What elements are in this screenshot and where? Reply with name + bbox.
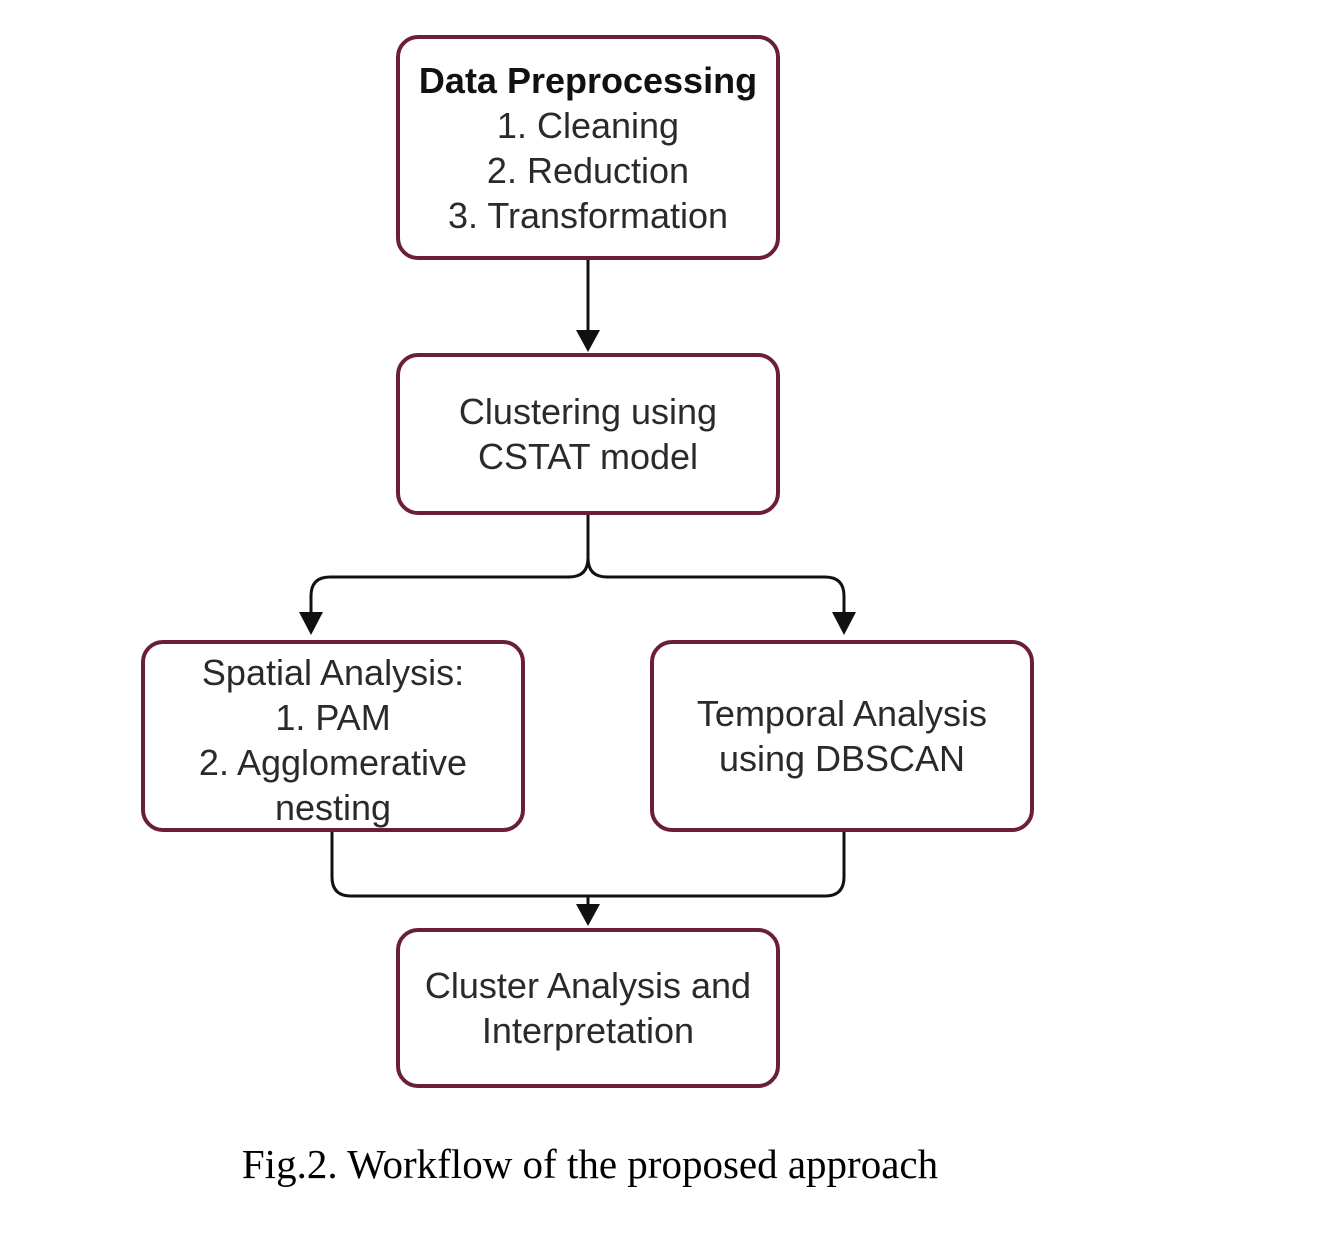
node-spatial-analysis: Spatial Analysis: 1. PAM 2. Agglomerativ… (141, 640, 525, 832)
arrowhead-clustering (576, 330, 600, 352)
node-text-line: nesting (274, 787, 392, 828)
node-title: Data Preprocessing (418, 59, 758, 101)
step-item: 2. Reduction (486, 149, 690, 191)
edge-temporal-to-interpretation (586, 832, 846, 912)
node-clustering: Clustering using CSTAT model (396, 353, 780, 515)
node-cluster-interpretation: Cluster Analysis and Interpretation (396, 928, 780, 1088)
edge-clustering-to-spatial (309, 515, 590, 620)
node-text-line: Spatial Analysis: (201, 652, 465, 693)
node-text-line: Interpretation (481, 1010, 695, 1051)
node-text-line: 2. Agglomerative (198, 742, 468, 783)
step-item: 1. Cleaning (496, 104, 680, 146)
node-temporal-analysis: Temporal Analysis using DBSCAN (650, 640, 1034, 832)
step-item: 3. Transformation (447, 194, 729, 236)
node-text-line: using DBSCAN (718, 738, 966, 779)
edge-clustering-to-temporal (586, 515, 846, 620)
node-text-line: Cluster Analysis and (424, 965, 752, 1006)
arrowhead-interpretation (576, 904, 600, 926)
node-text-line: Clustering using (458, 391, 718, 432)
node-data-preprocessing: Data Preprocessing 1. Cleaning 2. Reduct… (396, 35, 780, 260)
node-text-line: CSTAT model (477, 436, 699, 477)
figure-caption: Fig.2. Workflow of the proposed approach (241, 1141, 939, 1187)
arrowhead-temporal (832, 612, 856, 635)
edge-spatial-to-interpretation (330, 832, 588, 898)
arrowhead-spatial (299, 612, 323, 635)
node-text-line: Temporal Analysis (696, 693, 988, 734)
node-text-line: 1. PAM (275, 697, 391, 738)
